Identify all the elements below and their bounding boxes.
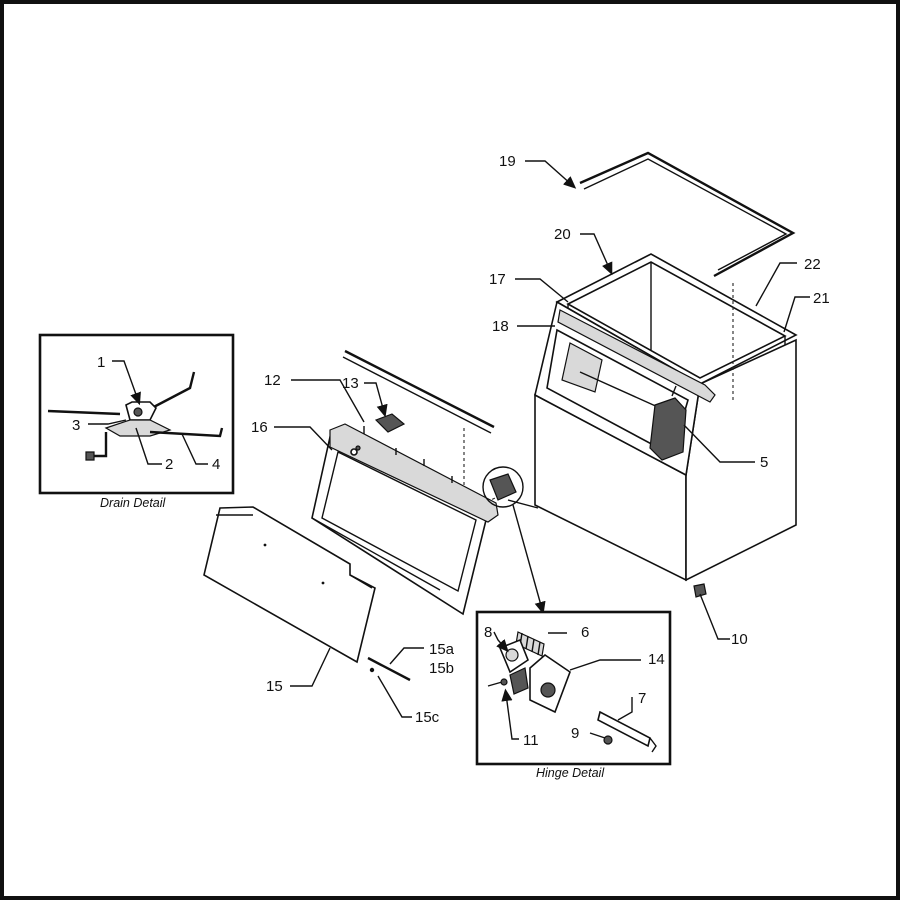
- callout-2: 2: [165, 456, 173, 473]
- callout-22: 22: [804, 256, 821, 273]
- callout-1: 1: [97, 354, 105, 371]
- rod-15a: [367, 656, 411, 682]
- callout-8: 8: [484, 624, 492, 641]
- callout-18: 18: [492, 318, 509, 335]
- bin-cabinet: [534, 253, 798, 598]
- callout-15: 15: [266, 678, 283, 695]
- callout-19: 19: [499, 153, 516, 170]
- callout-4: 4: [212, 456, 220, 473]
- bracket-13: [374, 413, 406, 433]
- callout-16: 16: [251, 419, 268, 436]
- gasket-19: [579, 151, 796, 278]
- pins: [363, 426, 453, 483]
- callout-14: 14: [648, 651, 665, 668]
- callout-13: 13: [342, 375, 359, 392]
- callout-6: 6: [581, 624, 589, 641]
- callout-10: 10: [731, 631, 748, 648]
- hinge-detail: [475, 610, 672, 766]
- door-panel-15: [203, 506, 376, 664]
- callout-9: 9: [571, 725, 579, 742]
- leader-lines: [88, 160, 810, 740]
- callout-15a: 15a: [429, 641, 455, 658]
- callout-5: 5: [760, 454, 768, 471]
- callout-21: 21: [813, 290, 830, 307]
- callout-3: 3: [72, 417, 80, 434]
- drain-detail-caption: Drain Detail: [100, 496, 167, 510]
- callout-12: 12: [264, 372, 281, 389]
- hinge-assembly: [482, 466, 539, 509]
- drain-detail: [38, 333, 235, 495]
- callout-labels: 1 3 2 4 5 6 7 8 9 10 11 12 13 14 15 15a …: [72, 153, 830, 749]
- hinge-detail-caption: Hinge Detail: [536, 766, 605, 780]
- callout-20: 20: [554, 226, 571, 243]
- strip-12: [344, 349, 495, 429]
- callout-7: 7: [638, 690, 646, 707]
- callout-15b: 15b: [429, 660, 454, 677]
- callout-11: 11: [523, 732, 539, 749]
- callout-15c: 15c: [415, 709, 440, 726]
- callout-17: 17: [489, 271, 506, 288]
- door-frame-16: [311, 423, 499, 616]
